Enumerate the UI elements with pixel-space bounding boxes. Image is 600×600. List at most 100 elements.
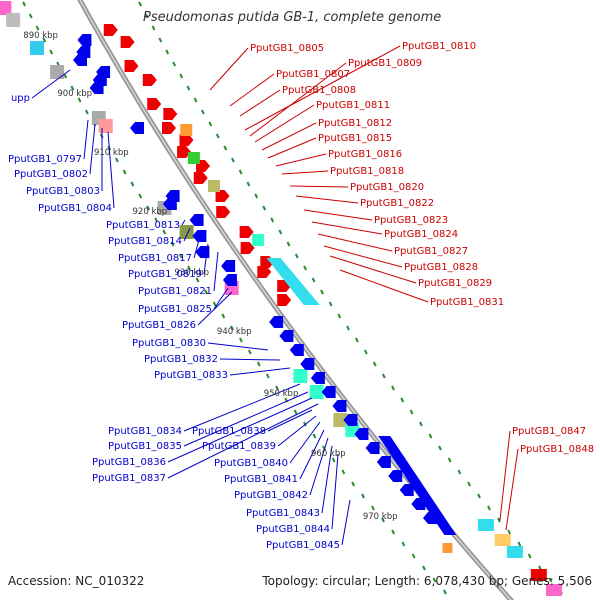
leader-line bbox=[167, 403, 319, 479]
gene-arrow-forward bbox=[124, 60, 139, 72]
leader-line bbox=[499, 430, 511, 521]
gene-label-reverse: PputGB1_0832 bbox=[144, 354, 218, 365]
outer-tick-ring bbox=[270, 217, 275, 223]
gene-arrow-reverse bbox=[73, 54, 88, 66]
inner-tick-ring bbox=[35, 25, 40, 31]
inner-tick-ring bbox=[130, 181, 135, 187]
outer-tick-ring bbox=[391, 385, 395, 391]
gene-label-reverse: PputGB1_0817 bbox=[118, 253, 192, 264]
gene-label-forward: PputGB1_0847 bbox=[512, 426, 586, 437]
gene-arrow-forward bbox=[142, 74, 157, 86]
leader-line bbox=[213, 287, 229, 310]
outer-tick-ring bbox=[354, 337, 359, 343]
genome-title: Pseudomonas putida GB-1, complete genome bbox=[143, 10, 442, 25]
gene-arrow-forward bbox=[177, 146, 192, 158]
inner-tick-ring bbox=[22, 1, 26, 7]
inner-tick-ring bbox=[401, 541, 406, 547]
inner-tick-ring bbox=[84, 109, 89, 115]
gene-label-reverse: PputGB1_0844 bbox=[256, 524, 330, 535]
gene-arrow-reverse bbox=[221, 260, 236, 272]
inner-tick-ring bbox=[28, 13, 33, 19]
outer-tick-ring bbox=[457, 469, 462, 475]
outer-tick-ring bbox=[419, 421, 423, 427]
outer-tick-ring bbox=[409, 409, 414, 415]
gene-arrow-forward bbox=[215, 190, 230, 202]
gene-label-reverse: PputGB1_0845 bbox=[266, 540, 340, 551]
gene-label-reverse: PputGB1_0804 bbox=[38, 203, 112, 214]
gene-arrow-reverse bbox=[376, 456, 391, 468]
inner-tick-ring bbox=[70, 85, 75, 91]
outer-tick-ring bbox=[303, 265, 308, 271]
leader-line bbox=[197, 291, 233, 326]
inner-tick-ring bbox=[170, 241, 175, 247]
gene-label-forward: PputGB1_0828 bbox=[404, 262, 478, 273]
leader-line bbox=[183, 383, 301, 432]
leader-line bbox=[341, 499, 351, 546]
inner-tick-ring bbox=[341, 469, 346, 475]
gene-arrow-forward bbox=[147, 98, 162, 110]
topology-text: Topology: circular; Length: 6,078,430 bp… bbox=[262, 574, 592, 588]
gene-arrow-reverse bbox=[269, 316, 284, 328]
feature-box-forward bbox=[545, 584, 562, 596]
outer-tick-ring bbox=[381, 373, 386, 379]
gene-label-forward: PputGB1_0820 bbox=[350, 182, 424, 193]
gene-arrow-reverse bbox=[89, 82, 104, 94]
leader-line bbox=[295, 195, 359, 204]
gene-label-forward: PputGB1_0815 bbox=[318, 133, 392, 144]
gene-arrow-reverse bbox=[192, 230, 207, 242]
gene-label-reverse: PputGB1_0836 bbox=[92, 457, 166, 468]
gene-label-forward: PputGB1_0848 bbox=[520, 444, 594, 455]
outer-tick-ring bbox=[262, 205, 267, 211]
gene-arrow-reverse bbox=[77, 34, 92, 46]
inner-tick-ring bbox=[238, 337, 243, 343]
gene-label-forward: PputGB1_0805 bbox=[250, 43, 324, 54]
accession-text: Accession: NC_010322 bbox=[8, 574, 145, 588]
outer-tick-ring bbox=[372, 361, 377, 367]
outer-tick-ring bbox=[172, 61, 177, 67]
gene-arrow-reverse bbox=[279, 330, 294, 342]
leader-line bbox=[207, 342, 269, 351]
inner-tick-ring bbox=[187, 265, 192, 271]
leader-line bbox=[31, 69, 71, 99]
leader-line bbox=[249, 62, 347, 137]
inner-tick-ring bbox=[303, 421, 307, 427]
gene-arrow-forward bbox=[239, 226, 254, 238]
inner-tick-ring bbox=[432, 577, 437, 583]
scale-label: 890 kbp bbox=[23, 31, 58, 41]
gene-label-forward: PputGB1_0812 bbox=[318, 118, 392, 129]
outer-tick-ring bbox=[497, 517, 501, 523]
leader-line bbox=[309, 437, 329, 496]
outer-tick-ring bbox=[186, 85, 191, 91]
outer-tick-ring bbox=[158, 37, 163, 43]
gene-arrow-reverse bbox=[310, 372, 325, 384]
outer-tick-ring bbox=[527, 553, 532, 559]
outer-tick-ring bbox=[447, 457, 452, 463]
inner-tick-ring bbox=[77, 97, 82, 103]
outer-tick-ring bbox=[238, 169, 243, 175]
outer-tick-ring bbox=[548, 577, 553, 583]
inner-tick-ring bbox=[351, 481, 356, 487]
inner-tick-ring bbox=[212, 301, 217, 307]
gene-arrow-reverse bbox=[332, 400, 347, 412]
outer-tick-ring bbox=[487, 505, 491, 511]
gene-label-reverse: PputGB1_0842 bbox=[234, 490, 308, 501]
leader-line bbox=[181, 219, 186, 226]
gene-label-forward: PputGB1_0807 bbox=[276, 69, 350, 80]
cyan-gene-block bbox=[266, 258, 320, 305]
leader-line bbox=[219, 358, 281, 361]
scale-label: 970 kbp bbox=[363, 512, 398, 522]
feature-box-forward bbox=[180, 124, 193, 136]
leader-line bbox=[244, 45, 401, 131]
inner-tick-ring bbox=[49, 49, 54, 55]
gene-arrow-forward bbox=[277, 294, 292, 306]
gene-arrow-reverse bbox=[321, 386, 336, 398]
feature-box-forward bbox=[207, 180, 220, 192]
feature-box-reverse bbox=[333, 413, 348, 427]
gene-label-reverse: PputGB1_0797 bbox=[8, 154, 82, 165]
gene-label-reverse: PputGB1_0838 bbox=[192, 426, 266, 437]
outer-tick-ring bbox=[200, 109, 205, 115]
scale-label: 910 kbp bbox=[94, 148, 129, 158]
gene-label-reverse: upp bbox=[11, 93, 30, 104]
